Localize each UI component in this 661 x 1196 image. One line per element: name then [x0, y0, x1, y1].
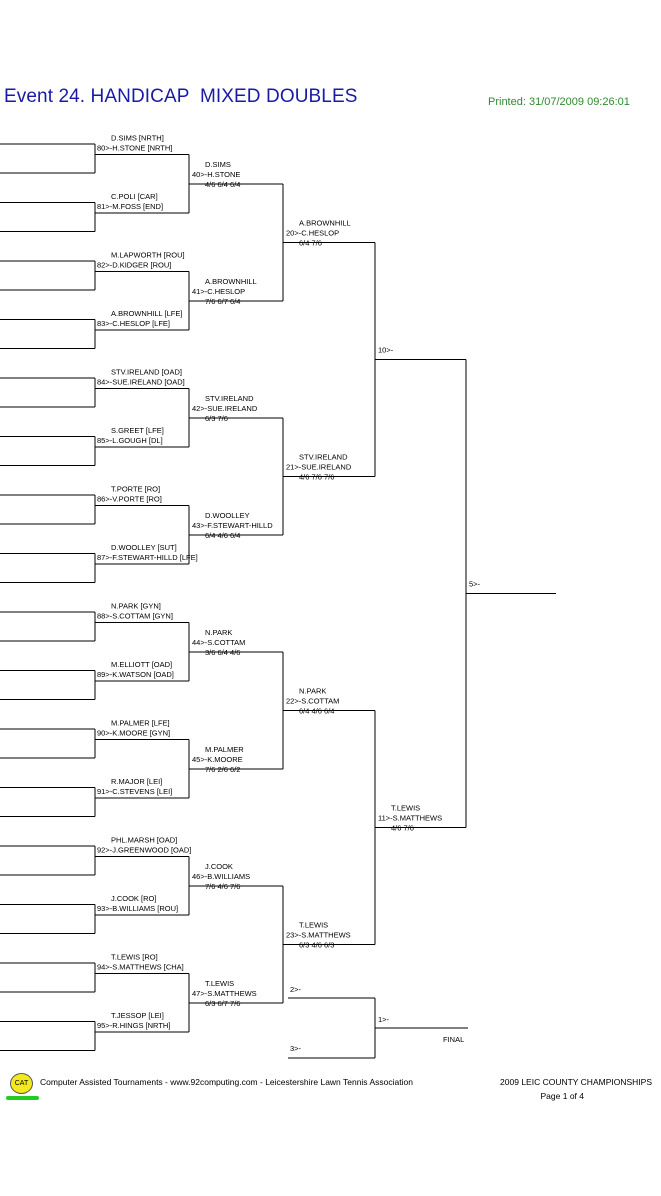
round1-player2: 86>-V.PORTE [RO]	[97, 495, 162, 504]
round1-player1: M.ELLIOTT [OAD]	[111, 660, 172, 669]
round1-player1: M.PALMER [LFE]	[111, 719, 170, 728]
round2-score: 6/4 4/6 6/4	[205, 531, 240, 540]
round1-player2: 89>-K.WATSON [OAD]	[97, 670, 174, 679]
round1-player2: 95>-R.HINGS [NRTH]	[97, 1021, 170, 1030]
round2-player1: T.LEWIS	[205, 979, 234, 988]
round2-player2: 46>-B.WILLIAMS	[192, 872, 250, 881]
round1-player1: D.SIMS [NRTH]	[111, 134, 164, 143]
round1-player1: R.MAJOR [LEI]	[111, 777, 162, 786]
round2-player2: 40>-H.STONE	[192, 170, 240, 179]
round3-player2: 22>-S.COTTAM	[286, 696, 339, 705]
round2-score: 6/3 7/6	[205, 414, 228, 423]
round2-score: 4/6 6/4 6/4	[205, 180, 240, 189]
round1-player2: 91>-C.STEVENS [LEI]	[97, 787, 172, 796]
draw-bracket: D.SIMS [NRTH]80>-H.STONE [NRTH] C.POLI [C…	[0, 134, 556, 1059]
round2-player2: 47>-S.MATTHEWS	[192, 989, 257, 998]
round1-player1: S.GREET [LFE]	[111, 426, 164, 435]
round1-player1: D.WOOLLEY [SUT]	[111, 543, 177, 552]
round2-score: 7/6 4/6 7/6	[205, 882, 240, 891]
round3-player1: STV.IRELAND	[299, 452, 348, 461]
round3-player2: 21>-SUE.IRELAND	[286, 462, 352, 471]
round1-player2: 93>-B.WILLIAMS [ROU]	[97, 904, 178, 913]
round2-player1: N.PARK	[205, 628, 232, 637]
printed-timestamp: Printed: 31/07/2009 09:26:01	[488, 96, 630, 108]
round1-player1: C.POLI [CAR]	[111, 192, 158, 201]
playoff-slot-1: 1>-	[378, 1015, 390, 1024]
round1-player2: 87>-F.STEWART-HILLD [LFE]	[97, 553, 198, 562]
round1-player2: 80>-H.STONE [NRTH]	[97, 144, 172, 153]
round3-score: 6/4 7/6	[299, 238, 322, 247]
round2-player2: 41>-C.HESLOP	[192, 287, 245, 296]
round2-player2: 45>-K.MOORE	[192, 755, 243, 764]
round5-player2: 5>-	[469, 579, 481, 588]
round2-player2: 43>-F.STEWART-HILLD	[192, 521, 273, 530]
round1-player1: STV.IRELAND [OAD]	[111, 368, 182, 377]
round2-player1: A.BROWNHILL	[205, 277, 257, 286]
round1-player2: 88>-S.COTTAM [GYN]	[97, 612, 173, 621]
page-number: Page 1 of 4	[540, 1091, 584, 1101]
round3-score: 4/6 7/6 7/6	[299, 472, 334, 481]
round2-score: 7/6 2/6 6/2	[205, 765, 240, 774]
round4-player2: 11>-S.MATTHEWS	[378, 813, 442, 822]
round1-player1: A.BROWNHILL [LFE]	[111, 309, 182, 318]
round3-player1: A.BROWNHILL	[299, 218, 351, 227]
round1-player1: M.LAPWORTH [ROU]	[111, 251, 185, 260]
round2-player2: 44>-S.COTTAM	[192, 638, 245, 647]
cat-logo-icon: CAT	[10, 1073, 33, 1094]
round1-player1: T.PORTE [RO]	[111, 485, 160, 494]
round1-player1: T.JESSOP [LEI]	[111, 1011, 164, 1020]
round1-player2: 92>-J.GREENWOOD [OAD]	[97, 846, 191, 855]
round1-player1: N.PARK [GYN]	[111, 602, 161, 611]
round2-player1: M.PALMER	[205, 745, 244, 754]
playoff-slot-3: 3>-	[290, 1044, 302, 1053]
logo-underline	[6, 1096, 39, 1100]
round1-player2: 82>-D.KIDGER [ROU]	[97, 261, 171, 270]
round4-player1: T.LEWIS	[391, 803, 420, 812]
round1-player1: PHL.MARSH [OAD]	[111, 836, 177, 845]
round1-player2: 85>-L.GOUGH [DL]	[97, 436, 163, 445]
footer-event-name: 2009 LEIC COUNTY CHAMPIONSHIPS	[500, 1077, 652, 1087]
round4-score: 4/6 7/6	[391, 823, 414, 832]
round1-player1: J.COOK [RO]	[111, 894, 156, 903]
round3-player2: 23>-S.MATTHEWS	[286, 930, 351, 939]
round1-player2: 83>-C.HESLOP [LFE]	[97, 319, 170, 328]
round3-player1: N.PARK	[299, 686, 326, 695]
round1-player1: T.LEWIS [RO]	[111, 953, 158, 962]
round3-score: 6/4 4/6 6/4	[299, 706, 334, 715]
round3-player1: T.LEWIS	[299, 920, 328, 929]
round2-player1: STV.IRELAND	[205, 394, 254, 403]
footer-credit: Computer Assisted Tournaments - www.92co…	[40, 1077, 413, 1087]
round3-score: 6/3 4/6 6/3	[299, 940, 334, 949]
round1-player2: 90>-K.MOORE [GYN]	[97, 729, 170, 738]
event-title: Event 24. HANDICAP MIXED DOUBLES	[4, 86, 358, 107]
playoff-slot-2: 2>-	[290, 985, 302, 994]
round3-player2: 20>-C.HESLOP	[286, 228, 339, 237]
round2-player2: 42>-SUE.IRELAND	[192, 404, 258, 413]
round2-score: 6/3 6/7 7/6	[205, 999, 240, 1008]
round2-player1: D.WOOLLEY	[205, 511, 250, 520]
round2-player1: D.SIMS	[205, 160, 231, 169]
round1-player2: 94>-S.MATTHEWS [CHA]	[97, 963, 184, 972]
round4-player2: 10>-	[378, 345, 394, 354]
final-label: FINAL	[443, 1035, 464, 1044]
round2-score: 3/6 6/4 4/6	[205, 648, 240, 657]
round2-score: 7/6 6/7 6/4	[205, 297, 240, 306]
round1-player2: 84>-SUE.IRELAND [OAD]	[97, 378, 185, 387]
round2-player1: J.COOK	[205, 862, 233, 871]
round1-player2: 81>-M.FOSS [END]	[97, 202, 163, 211]
